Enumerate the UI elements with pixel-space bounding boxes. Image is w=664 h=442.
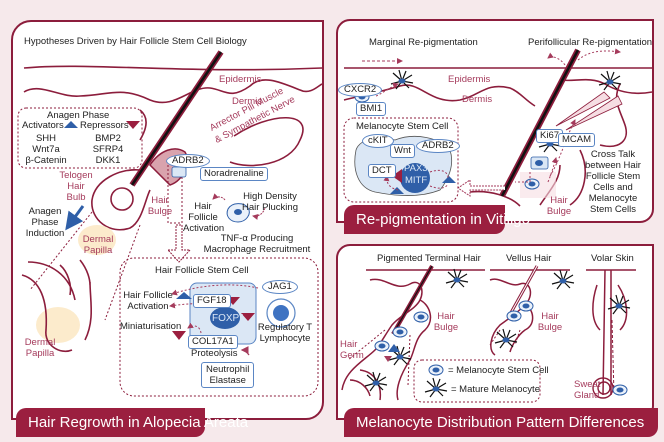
- activators-label: Activators: [22, 120, 64, 131]
- volar-skin-label: Volar Skin: [591, 253, 634, 264]
- legend-stem-cell: = Melanocyte Stem Cell: [448, 365, 549, 376]
- cross-talk-line: Follicle Stem: [585, 171, 641, 182]
- adrb2-receptor: ADRB2: [166, 154, 210, 168]
- anagen-title: Anagen Phase: [47, 110, 110, 121]
- hair-bulge-label: Bulge: [537, 322, 563, 333]
- col17a1-label: COL17A1: [188, 335, 238, 349]
- activator-item: SHH: [35, 133, 57, 144]
- foxp1-label: FOXP1: [212, 313, 245, 324]
- repressors-label: Repressors: [80, 120, 129, 131]
- alopecia-heading: Hypotheses Driven by Hair Follicle Stem …: [24, 36, 247, 47]
- alopecia-skin: [23, 65, 323, 167]
- dermis-label: Dermis: [232, 96, 263, 107]
- hair-bulge-label: Hair: [541, 311, 559, 322]
- high-density-label: Hair Plucking: [242, 202, 298, 213]
- alopecia-panel: [11, 20, 324, 420]
- jag1-label: JAG1: [262, 280, 298, 294]
- ckit-label: cKIT: [362, 134, 394, 148]
- cross-talk-line: between Hair: [585, 160, 641, 171]
- epidermis-label: Epidermis: [448, 74, 491, 85]
- vitiligo-banner: Re-pigmentation in Vitiligo: [344, 205, 530, 234]
- mature-melanocyte-icon: [424, 377, 448, 398]
- sweat-gland-label: Gland: [574, 390, 600, 401]
- cross-talk-line: Melanocyte: [588, 193, 638, 204]
- fgf18-label: FGF18: [193, 294, 231, 308]
- cross-talk-line: Stem Cells: [590, 204, 636, 215]
- high-density-label: High Density: [243, 191, 297, 202]
- hair-bulge-label: Hair: [550, 195, 568, 206]
- hair-bulge-label: Hair: [437, 311, 455, 322]
- hair-bulge-label: Bulge: [546, 206, 572, 217]
- dermal-papilla-label: Dermal: [24, 337, 56, 348]
- hf-activation-label: Hair Follicle: [123, 290, 173, 301]
- repressor-item: DKK1: [95, 155, 121, 166]
- vellus-hair-label: Vellus Hair: [506, 253, 552, 264]
- marginal-repigmentation-label: Marginal Re-pigmentation: [369, 37, 478, 48]
- telogen-label: Telogen: [59, 170, 93, 181]
- anagen-induction-label: Anagen: [28, 206, 62, 217]
- distribution-banner: Melanocyte Distribution Pattern Differen…: [344, 408, 658, 437]
- regulatory-t-label: Lymphocyte: [259, 333, 311, 344]
- dermal-papilla-label: Dermal: [82, 234, 114, 245]
- cxcr2-label: CXCR2: [338, 83, 383, 97]
- mitf-label: MITF: [405, 175, 428, 186]
- terminal-hair-label: Pigmented Terminal Hair: [377, 253, 481, 264]
- wnt-label: Wnt: [390, 144, 415, 158]
- hair-germ-label: Germ: [340, 350, 364, 361]
- tnf-label: Macrophage Recruitment: [203, 244, 311, 255]
- pax3-label: PAX3: [404, 163, 428, 174]
- dct-label: DCT: [368, 164, 396, 178]
- cross-talk-line: Cells and: [593, 182, 633, 193]
- hair-bulge-label: Hair: [151, 195, 169, 206]
- hf-activation-label: Activation: [183, 223, 225, 234]
- alopecia-banner: Hair Regrowth in Alopecia Areata: [16, 408, 248, 437]
- bmi1-label: BMI1: [356, 102, 387, 116]
- activator-item: Wnt7a: [32, 144, 60, 155]
- hair-germ-label: Hair: [340, 339, 358, 350]
- hair-bulge-label: Bulge: [147, 206, 173, 217]
- adrb2-label: ADRB2: [416, 139, 460, 153]
- activator-item: β-Catenin: [25, 155, 67, 166]
- proteolysis-label: Proteolysis: [191, 348, 238, 359]
- telogen-label: Bulb: [66, 192, 86, 203]
- dermis-label: Dermis: [462, 94, 493, 105]
- legend-mature-melanocyte: = Mature Melanocyte: [451, 384, 540, 395]
- perifollicular-repigmentation-label: Perifollicular Re-pigmentation: [528, 37, 653, 48]
- hf-activation-label: Hair: [194, 201, 212, 212]
- cross-talk-line: Cross Talk: [590, 149, 636, 160]
- msc-title: Melanocyte Stem Cell: [356, 121, 449, 132]
- telogen-label: Hair: [67, 181, 85, 192]
- melanocyte-stem-cell-icon: [428, 364, 444, 376]
- mcam-label: MCAM: [558, 133, 596, 147]
- hf-activation-label: Activation: [127, 301, 169, 312]
- hf-activation-label: Follicle: [188, 212, 218, 223]
- dermal-papilla-label: Papilla: [83, 245, 113, 256]
- tnf-label: TNF-α Producing: [220, 233, 294, 244]
- dermal-papilla-label: Papilla: [25, 348, 55, 359]
- regulatory-t-label: Regulatory T: [257, 322, 313, 333]
- stem-cell-title: Hair Follicle Stem Cell: [155, 265, 249, 276]
- elastase-line: Elastase: [209, 375, 246, 386]
- sweat-gland-label: Sweat: [574, 379, 601, 390]
- neutrophil-line: Neutrophil: [206, 364, 250, 375]
- neutrophil-elastase-label: Neutrophil Elastase: [201, 362, 255, 388]
- repressor-item: BMP2: [95, 133, 121, 144]
- anagen-induction-label: Induction: [25, 228, 65, 239]
- epidermis-label: Epidermis: [219, 74, 262, 85]
- noradrenaline-label: Noradrenaline: [200, 167, 268, 181]
- miniaturisation-label: Miniaturisation: [120, 321, 182, 332]
- hair-bulge-label: Bulge: [433, 322, 459, 333]
- repressor-item: SFRP4: [92, 144, 124, 155]
- anagen-induction-label: Phase: [31, 217, 59, 228]
